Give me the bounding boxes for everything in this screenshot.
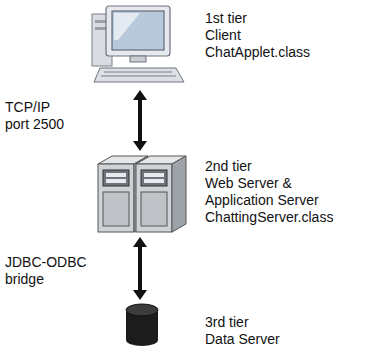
tier-heading: 2nd tier [205,158,355,175]
tier-description: Client [205,27,355,44]
double-arrow [133,90,147,151]
tier-text: 1st tierClientChatApplet.class [205,10,355,61]
tier-text: 2nd tierWeb Server & Application ServerC… [205,158,355,226]
tier-description: ChattingServer.class [205,209,355,226]
tier-node: 1st tierClientChatApplet.class [88,2,368,88]
tier-description: Web Server & Application Server [205,175,355,209]
server-icon [98,156,186,232]
connection-label: JDBC-ODBC bridge [5,254,95,288]
tier-description: Data Server [205,331,355,348]
double-arrow [133,237,147,300]
tier-node: 3rd tierData Server [88,302,368,352]
connection-label: TCP/IP port 2500 [5,99,75,133]
database-icon [126,304,158,346]
computer-icon [92,6,184,82]
tier-node: 2nd tierWeb Server & Application ServerC… [88,153,368,235]
tier-description: ChatApplet.class [205,44,355,61]
tier-heading: 1st tier [205,10,355,27]
tier-text: 3rd tierData Server [205,314,355,348]
tier-heading: 3rd tier [205,314,355,331]
